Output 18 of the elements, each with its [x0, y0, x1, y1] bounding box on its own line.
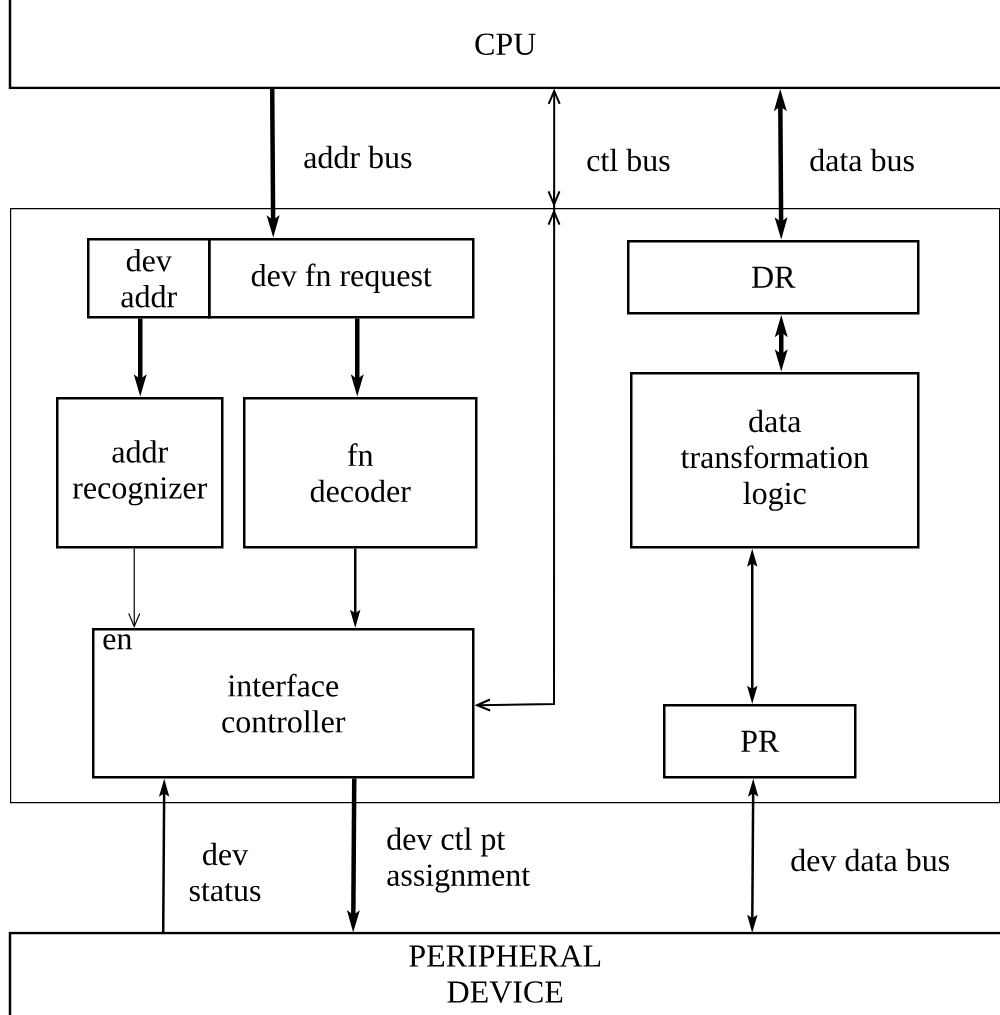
edge-label: dev ctl pt assignment — [385, 826, 538, 894]
edge-label: addr bus — [302, 144, 414, 170]
bus-line: PERIPHERAL DEVICE — [8, 931, 1000, 1015]
arrow — [474, 88, 561, 712]
edge-label: dev data bus — [789, 847, 952, 873]
process-box: data transformation logic — [630, 372, 920, 549]
edge-label: dev status — [179, 841, 271, 903]
process-box: addr recognizer — [56, 397, 224, 549]
edge-label: ctl bus — [585, 147, 672, 173]
register-field: dev fn request — [208, 238, 475, 319]
process-box: interface controller en — [92, 628, 475, 779]
edge-label: data bus — [808, 147, 916, 173]
process-box: PR — [663, 704, 857, 779]
register-field: dev addr — [87, 238, 211, 319]
bus-line: CPU — [8, 0, 1000, 90]
arrow — [128, 547, 141, 628]
process-box: fn decoder — [243, 397, 478, 549]
process-box: DR — [627, 240, 920, 315]
